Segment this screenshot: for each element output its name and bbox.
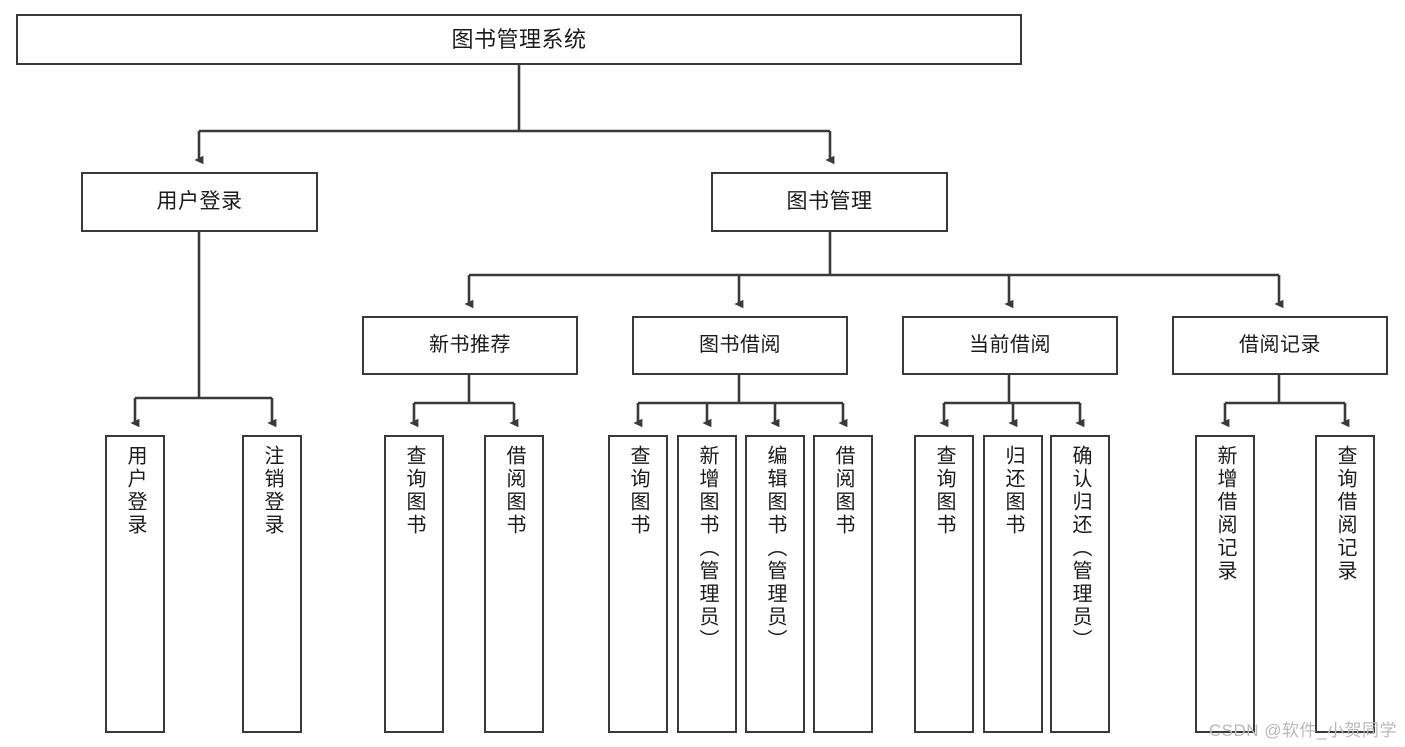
node-label: 归还图书 <box>1002 445 1024 537</box>
node-label: 图书借阅 <box>699 333 781 356</box>
csdn-watermark: CSDN @软件_小贺同学 <box>1208 721 1397 740</box>
node-label: 借阅图书 <box>832 445 854 537</box>
node-leaf-add-book[interactable]: 新增图书（管理员） <box>677 435 737 733</box>
node-label: 图书管理 <box>786 189 873 213</box>
node-leaf-query-book-1[interactable]: 查询图书 <box>384 435 444 733</box>
node-label: 借阅记录 <box>1239 333 1321 356</box>
node-label: 图书管理系统 <box>451 26 587 52</box>
node-book-borrow[interactable]: 图书借阅 <box>632 316 848 375</box>
node-leaf-add-record[interactable]: 新增借阅记录 <box>1195 435 1255 733</box>
node-leaf-query-record[interactable]: 查询借阅记录 <box>1315 435 1375 733</box>
node-label: 注销登录 <box>261 445 283 537</box>
node-leaf-borrow-book-2[interactable]: 借阅图书 <box>813 435 873 733</box>
node-root-system[interactable]: 图书管理系统 <box>16 14 1022 65</box>
node-label: 查询图书 <box>933 445 955 537</box>
node-leaf-borrow-book-1[interactable]: 借阅图书 <box>484 435 544 733</box>
node-label: 当前借阅 <box>969 333 1051 356</box>
node-new-book-recommend[interactable]: 新书推荐 <box>362 316 578 375</box>
node-label: 编辑图书（管理员） <box>764 445 786 652</box>
node-label: 查询图书 <box>627 445 649 537</box>
node-leaf-query-book-3[interactable]: 查询图书 <box>914 435 974 733</box>
node-label: 确认归还（管理员） <box>1069 445 1091 652</box>
node-label: 查询借阅记录 <box>1334 445 1356 583</box>
node-label: 新增借阅记录 <box>1214 445 1236 583</box>
node-leaf-logout[interactable]: 注销登录 <box>242 435 302 733</box>
node-leaf-query-book-2[interactable]: 查询图书 <box>608 435 668 733</box>
node-user-login[interactable]: 用户登录 <box>81 172 318 232</box>
node-book-management[interactable]: 图书管理 <box>711 172 948 232</box>
node-leaf-confirm-return[interactable]: 确认归还（管理员） <box>1050 435 1110 733</box>
node-label: 查询图书 <box>403 445 425 537</box>
node-leaf-edit-book[interactable]: 编辑图书（管理员） <box>745 435 805 733</box>
node-leaf-return-book[interactable]: 归还图书 <box>983 435 1043 733</box>
node-label: 借阅图书 <box>503 445 525 537</box>
node-current-borrow[interactable]: 当前借阅 <box>902 316 1118 375</box>
node-label: 用户登录 <box>124 445 146 537</box>
node-label: 新书推荐 <box>429 333 511 356</box>
node-borrow-record[interactable]: 借阅记录 <box>1172 316 1388 375</box>
node-label: 用户登录 <box>156 189 243 213</box>
node-leaf-user-login[interactable]: 用户登录 <box>105 435 165 733</box>
node-label: 新增图书（管理员） <box>696 445 718 652</box>
